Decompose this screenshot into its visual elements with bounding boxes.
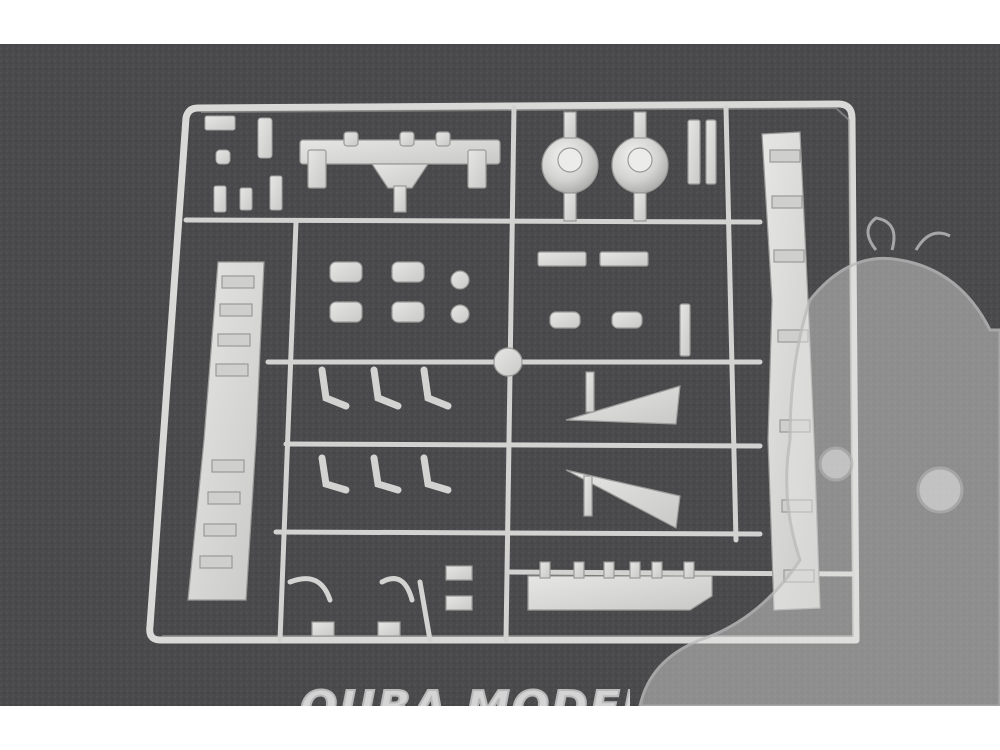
sprue-frame [146, 100, 860, 644]
hook-parts [318, 366, 452, 494]
small-parts-top-left [204, 115, 283, 213]
watermark-text: OUBA MODEL [300, 681, 630, 708]
bracket-parts [329, 251, 691, 377]
mascot-watermark [638, 216, 1000, 708]
left-side-panel [187, 261, 265, 601]
top-bracket-part [299, 131, 501, 213]
bottom-margin [0, 706, 1000, 750]
domed-parts [541, 111, 717, 222]
sprue-frame-shadow [162, 106, 855, 637]
right-side-panel [761, 131, 821, 611]
bottom-parts [311, 561, 713, 637]
fin-parts [565, 371, 681, 529]
bottom-wires [287, 576, 433, 643]
top-margin [0, 0, 1000, 44]
